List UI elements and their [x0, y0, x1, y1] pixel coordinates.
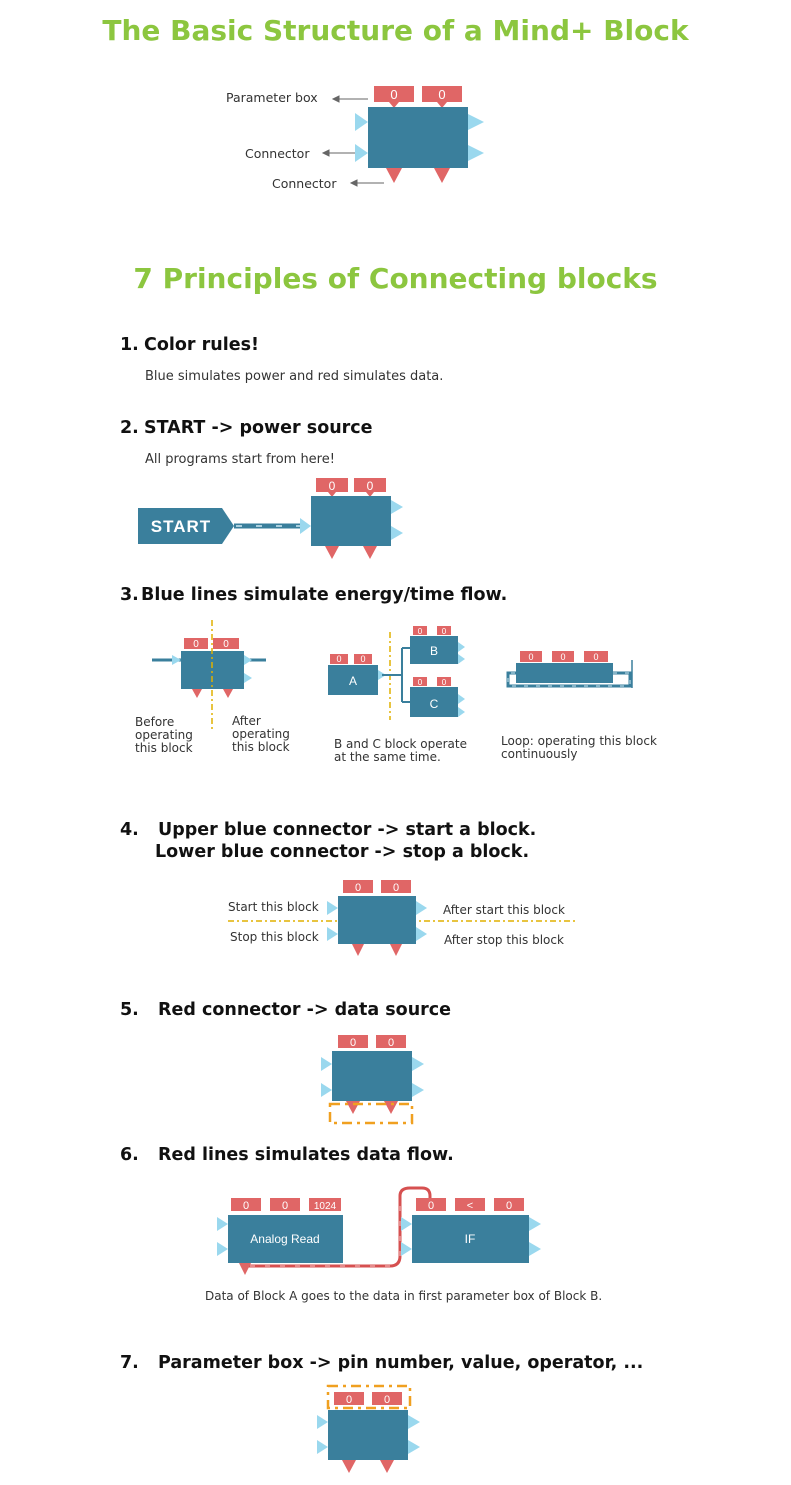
- svg-text:0: 0: [418, 678, 423, 687]
- after-start-label: After start this block: [443, 903, 565, 917]
- principle-6-desc: Data of Block A goes to the data in firs…: [205, 1289, 603, 1303]
- param-value: 0: [438, 87, 445, 102]
- start-block-label: Start this block: [228, 900, 319, 914]
- loop-label: Loop: operating this block continuously: [501, 734, 657, 761]
- svg-text:0: 0: [528, 652, 533, 662]
- before-after-block: 0 0: [152, 620, 266, 730]
- before-label: Before operating this block: [135, 715, 193, 755]
- principle-2-desc: All programs start from here!: [145, 452, 335, 467]
- parameter-highlight: [326, 1384, 412, 1410]
- block-body: [368, 107, 468, 168]
- basic-structure-diagram: 0 0: [321, 86, 484, 187]
- parallel-blocks: 0 0 A 0 0 B 0 0 C: [328, 626, 465, 720]
- parameter-box-label: Parameter box: [226, 90, 318, 105]
- principles-title: 7 Principles of Connecting blocks: [133, 262, 658, 295]
- data-source-highlight: [328, 1102, 414, 1125]
- svg-text:0: 0: [282, 1200, 288, 1212]
- parallel-label: B and C block operate at the same time.: [334, 737, 468, 764]
- svg-text:0: 0: [442, 627, 447, 636]
- principle-1-title: Color rules!: [144, 335, 259, 355]
- principle-3-title: Blue lines simulate energy/time flow.: [141, 585, 508, 605]
- svg-text:0: 0: [355, 882, 361, 894]
- svg-text:0: 0: [193, 639, 199, 650]
- start-block: [138, 508, 234, 544]
- blue-connectors: [355, 113, 484, 162]
- energy-flow-diagram: 0 0 0 0 A 0 0 B 0 0 C 0: [152, 620, 633, 730]
- principle-1-desc: Blue simulates power and red simulates d…: [145, 369, 444, 384]
- block-if: [412, 1215, 529, 1263]
- principle-3-number: 3.: [120, 585, 139, 605]
- principle-4-title-1: Upper blue connector -> start a block.: [158, 820, 537, 840]
- block-b: [410, 636, 458, 664]
- block-b-name: IF: [465, 1232, 476, 1246]
- principle-4-title-2: Lower blue connector -> stop a block.: [155, 842, 530, 862]
- block-analog-read: [228, 1215, 343, 1263]
- principle-7-number: 7.: [120, 1353, 139, 1373]
- pointer-arrows: [321, 95, 384, 187]
- connector-label-bottom: Connector: [272, 176, 337, 191]
- data-source-diagram: 0 0: [321, 1035, 424, 1125]
- principle-5-number: 5.: [120, 1000, 139, 1020]
- parameter-box-diagram: 0 0: [317, 1384, 420, 1473]
- block-a: [328, 665, 378, 695]
- stop-block-label: Stop this block: [230, 930, 319, 944]
- start-stop-diagram: 0 0: [228, 880, 575, 956]
- parameter-box: 0 0: [374, 86, 462, 108]
- svg-text:0: 0: [336, 654, 341, 664]
- start-label: START: [151, 517, 211, 536]
- principle-2-number: 2.: [120, 418, 139, 438]
- svg-text:0: 0: [593, 652, 598, 662]
- svg-text:0: 0: [442, 678, 447, 687]
- svg-text:0: 0: [350, 1037, 356, 1049]
- after-stop-label: After stop this block: [444, 933, 564, 947]
- svg-text:0: 0: [367, 479, 374, 493]
- svg-text:0: 0: [346, 1394, 352, 1406]
- loop-block: 0 0 0: [506, 651, 633, 688]
- start-diagram: START 0 0: [138, 478, 403, 559]
- principle-2-title: START -> power source: [144, 418, 373, 438]
- svg-text:0: 0: [560, 652, 565, 662]
- principle-5-title: Red connector -> data source: [158, 1000, 452, 1020]
- svg-text:0: 0: [428, 1200, 434, 1212]
- param-value: 0: [390, 87, 397, 102]
- block-a-label: A: [349, 674, 357, 688]
- block-body: [311, 496, 391, 546]
- principle-4-number: 4.: [120, 820, 139, 840]
- block-a-name: Analog Read: [250, 1232, 319, 1246]
- principle-1-number: 1.: [120, 335, 139, 355]
- svg-text:0: 0: [243, 1200, 249, 1212]
- svg-text:0: 0: [393, 882, 399, 894]
- principle-6-number: 6.: [120, 1145, 139, 1165]
- svg-text:1024: 1024: [314, 1201, 337, 1212]
- block-b-label: B: [430, 644, 438, 658]
- svg-text:<: <: [467, 1200, 473, 1212]
- data-flow-diagram: 0 0 1024 Analog Read 0 < 0 IF: [217, 1186, 541, 1275]
- page-title: The Basic Structure of a Mind+ Block: [102, 14, 689, 47]
- svg-text:0: 0: [388, 1037, 394, 1049]
- svg-text:0: 0: [329, 479, 336, 493]
- principle-7-title: Parameter box -> pin number, value, oper…: [158, 1353, 644, 1373]
- connector-label-side: Connector: [245, 146, 310, 161]
- svg-text:0: 0: [506, 1200, 512, 1212]
- svg-text:0: 0: [360, 654, 365, 664]
- red-connectors: [386, 168, 450, 183]
- after-label: After operating this block: [232, 714, 290, 754]
- svg-text:0: 0: [223, 639, 229, 650]
- principle-6-title: Red lines simulates data flow.: [158, 1145, 454, 1165]
- block-c-label: C: [430, 697, 439, 711]
- svg-text:0: 0: [418, 627, 423, 636]
- svg-text:0: 0: [384, 1394, 390, 1406]
- block-c: [410, 687, 458, 717]
